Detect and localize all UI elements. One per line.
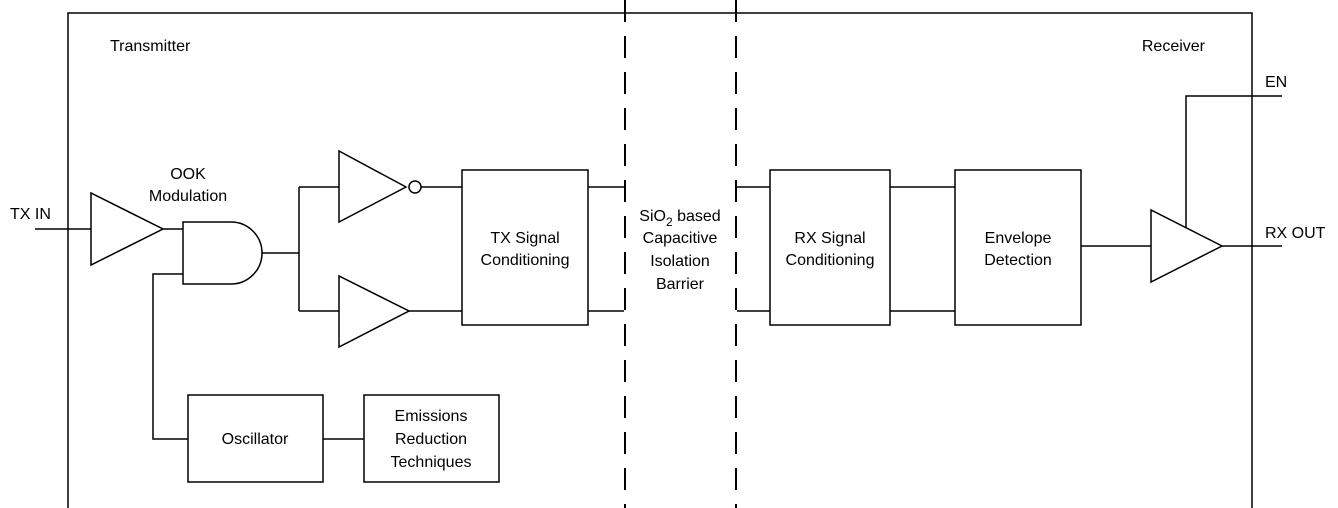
oscillator-label: Oscillator xyxy=(222,431,289,448)
receiver-label: Receiver xyxy=(1142,38,1206,55)
inverter-bubble xyxy=(408,180,422,194)
rx-signal-conditioning-block xyxy=(769,169,891,326)
transmitter-label: Transmitter xyxy=(110,38,191,55)
emissions-label-line3: Techniques xyxy=(391,454,472,471)
tx-signal-conditioning-block xyxy=(461,169,589,326)
noninverting-driver xyxy=(338,274,411,349)
emissions-label-line2: Reduction xyxy=(395,431,467,448)
rx-signal-label-line1: RX Signal xyxy=(794,230,865,247)
ook-label-line2: Modulation xyxy=(149,188,227,205)
tx-signal-label-line1: TX Signal xyxy=(490,230,559,247)
tx-signal-label-line2: Conditioning xyxy=(481,252,570,269)
envelope-label-line2: Detection xyxy=(984,252,1052,269)
enable-wire xyxy=(1185,95,1282,227)
envelope-detection-block xyxy=(954,169,1082,326)
ook-and-gate xyxy=(182,221,263,285)
input-buffer xyxy=(90,191,165,267)
emissions-reduction-block xyxy=(363,394,500,483)
envelope-label-line1: Envelope xyxy=(985,230,1052,247)
output-buffer xyxy=(1150,208,1224,284)
oscillator-block xyxy=(187,394,324,483)
barrier-label-line3: Isolation xyxy=(650,253,710,270)
barrier-label-line4: Barrier xyxy=(656,276,705,293)
emissions-label-line1: Emissions xyxy=(395,408,468,425)
ook-label-line1: OOK xyxy=(170,166,206,183)
en-label: EN xyxy=(1265,74,1287,91)
tx-in-label: TX IN xyxy=(10,206,51,223)
rx-out-label: RX OUT xyxy=(1265,225,1326,242)
barrier-label-line1: SiO2 based xyxy=(639,208,720,229)
oscillator-to-and-wire xyxy=(152,273,188,440)
inverter-driver xyxy=(338,149,408,224)
chip-outline xyxy=(67,12,1253,508)
rx-signal-label-line2: Conditioning xyxy=(786,252,875,269)
barrier-label-line2: Capacitive xyxy=(643,230,718,247)
